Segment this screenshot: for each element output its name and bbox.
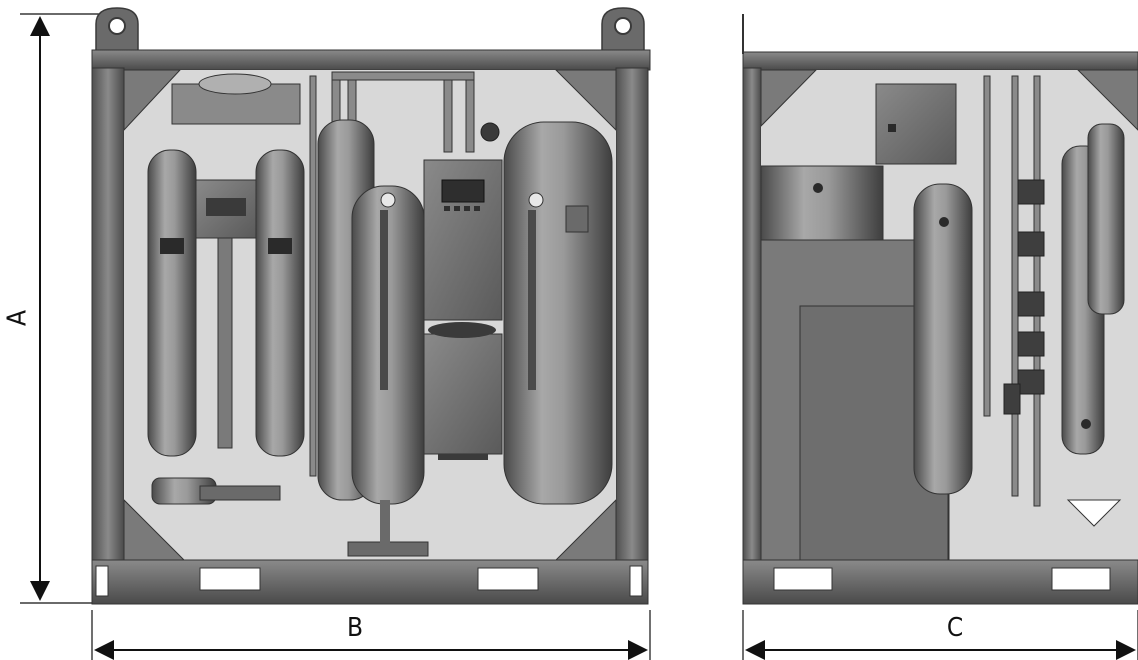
dimension-a-label: A xyxy=(3,310,33,326)
top-beam xyxy=(91,49,651,71)
side-forklift-slot-left xyxy=(773,567,833,591)
receiver-tank xyxy=(913,183,973,495)
adsorber-tank-left xyxy=(347,185,429,557)
left-post xyxy=(91,67,125,564)
dimension-c: C xyxy=(742,610,1138,660)
forklift-slot-right xyxy=(477,567,539,591)
dimension-b: B xyxy=(91,610,651,660)
side-left-post xyxy=(742,67,762,563)
valve-manifold xyxy=(1003,179,1045,415)
filter-column-left xyxy=(147,149,197,457)
side-view xyxy=(742,14,1138,605)
base-skid xyxy=(91,559,649,605)
dimension-a: A xyxy=(3,13,102,604)
electrical-cabinet xyxy=(875,83,957,165)
front-view xyxy=(91,7,651,605)
side-forklift-slot-right xyxy=(1051,567,1111,591)
dimension-b-label: B xyxy=(347,613,363,643)
side-top-beam xyxy=(742,51,1138,71)
side-filter-tank xyxy=(1061,123,1125,455)
right-post xyxy=(615,67,649,564)
dimension-c-label: C xyxy=(947,613,963,643)
generator-control-panel xyxy=(423,159,503,460)
filter-column-right xyxy=(255,149,305,457)
lifting-eye-right xyxy=(601,7,645,53)
forklift-slot-left xyxy=(199,567,261,591)
lifting-eye-left xyxy=(95,7,139,53)
adsorber-tank-right xyxy=(503,121,613,505)
